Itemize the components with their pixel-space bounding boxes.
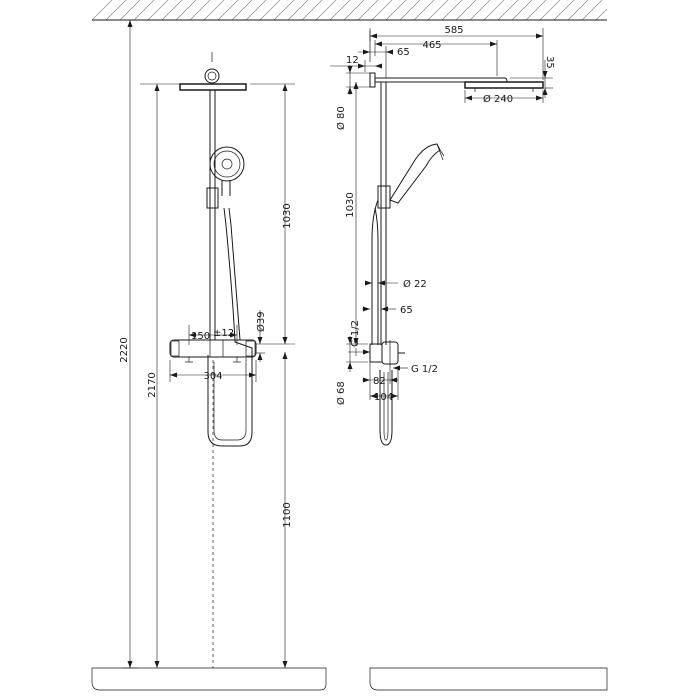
label-mixer-width: 304 [203, 371, 222, 382]
front-riser [206, 90, 219, 340]
side-view: 585 465 65 12 [330, 25, 555, 446]
ceiling-hatch [92, 0, 607, 20]
label-ceiling-height: 2170 [147, 372, 158, 397]
label-side-riser: 1030 [345, 192, 356, 217]
label-mixer-tolerance: ±12 [213, 328, 234, 339]
label-mixer-centers: 150 [191, 331, 210, 342]
dimension-escutcheon-diameter: Ø 68 [335, 336, 368, 405]
floor [91, 667, 608, 691]
front-thermostat-mixer [169, 339, 257, 363]
dimension-head-height: 35 [510, 56, 555, 98]
label-thread-left: G 1/2 [350, 320, 361, 347]
dimension-side-riser: 1030 [345, 82, 359, 345]
dimension-riser-diameter: Ø39 [255, 310, 295, 362]
dimension-lower-height: 1100 [282, 352, 293, 668]
side-hand-shower [389, 143, 445, 204]
label-mixer-total-depth: 104 [374, 392, 393, 403]
side-thermostat-mixer [369, 340, 405, 366]
label-lower-height: 1100 [282, 502, 293, 527]
dimension-rose-diameter: Ø 80 [335, 65, 370, 130]
label-head-height: 35 [544, 56, 555, 69]
dimension-total-height: 2220 [119, 20, 138, 669]
label-thread-right: G 1/2 [411, 364, 438, 375]
label-arm-total: 585 [444, 25, 463, 36]
side-riser [377, 82, 391, 345]
dimension-arm-length: 465 [374, 40, 498, 76]
label-hose-diameter: Ø 22 [403, 278, 427, 290]
front-hose [207, 207, 253, 447]
dimension-wall-plate: 12 [330, 55, 382, 72]
dimension-mixer-total-depth: 104 [370, 366, 399, 403]
side-hose [371, 199, 393, 446]
dimension-thread-left: G 1/2 [348, 320, 370, 356]
front-shower-head [179, 52, 247, 91]
label-riser-offset: 65 [400, 305, 413, 316]
dimension-mixer-depth: 82 [362, 362, 398, 400]
label-mixer-depth: 82 [373, 376, 386, 387]
front-view: 2220 2170 [119, 20, 295, 669]
dimension-upper-riser: 1030 [250, 83, 295, 344]
label-arm-length: 465 [422, 40, 441, 51]
dimension-mixer-centers: 150 ±12 [188, 325, 238, 345]
floor-left [91, 667, 327, 691]
side-shower-arm [369, 72, 508, 88]
label-escutcheon-diameter: Ø 68 [335, 381, 347, 405]
label-total-height: 2220 [119, 337, 130, 362]
dimension-mixer-width: 304 [169, 360, 257, 382]
dimension-riser-offset: 65 [362, 305, 413, 316]
dimension-ceiling-height: 2170 [140, 83, 215, 668]
front-hand-shower [209, 146, 245, 196]
label-riser-diameter: Ø39 [255, 311, 267, 332]
side-shower-head [464, 81, 544, 92]
floor-right [369, 667, 608, 691]
label-head-diameter: Ø 240 [483, 93, 513, 105]
dimension-thread-right: G 1/2 [393, 364, 438, 375]
ceiling [92, 0, 607, 21]
dimension-wall-offset: 65 [358, 46, 410, 78]
label-rose-diameter: Ø 80 [335, 106, 347, 130]
label-upper-riser: 1030 [282, 203, 293, 228]
dimension-hose-diameter: Ø 22 [365, 278, 427, 290]
label-wall-offset: 65 [397, 47, 410, 58]
label-wall-plate: 12 [346, 55, 359, 66]
dimension-arm-total: 585 [369, 25, 544, 80]
dimension-head-diameter: Ø 240 [464, 90, 544, 105]
